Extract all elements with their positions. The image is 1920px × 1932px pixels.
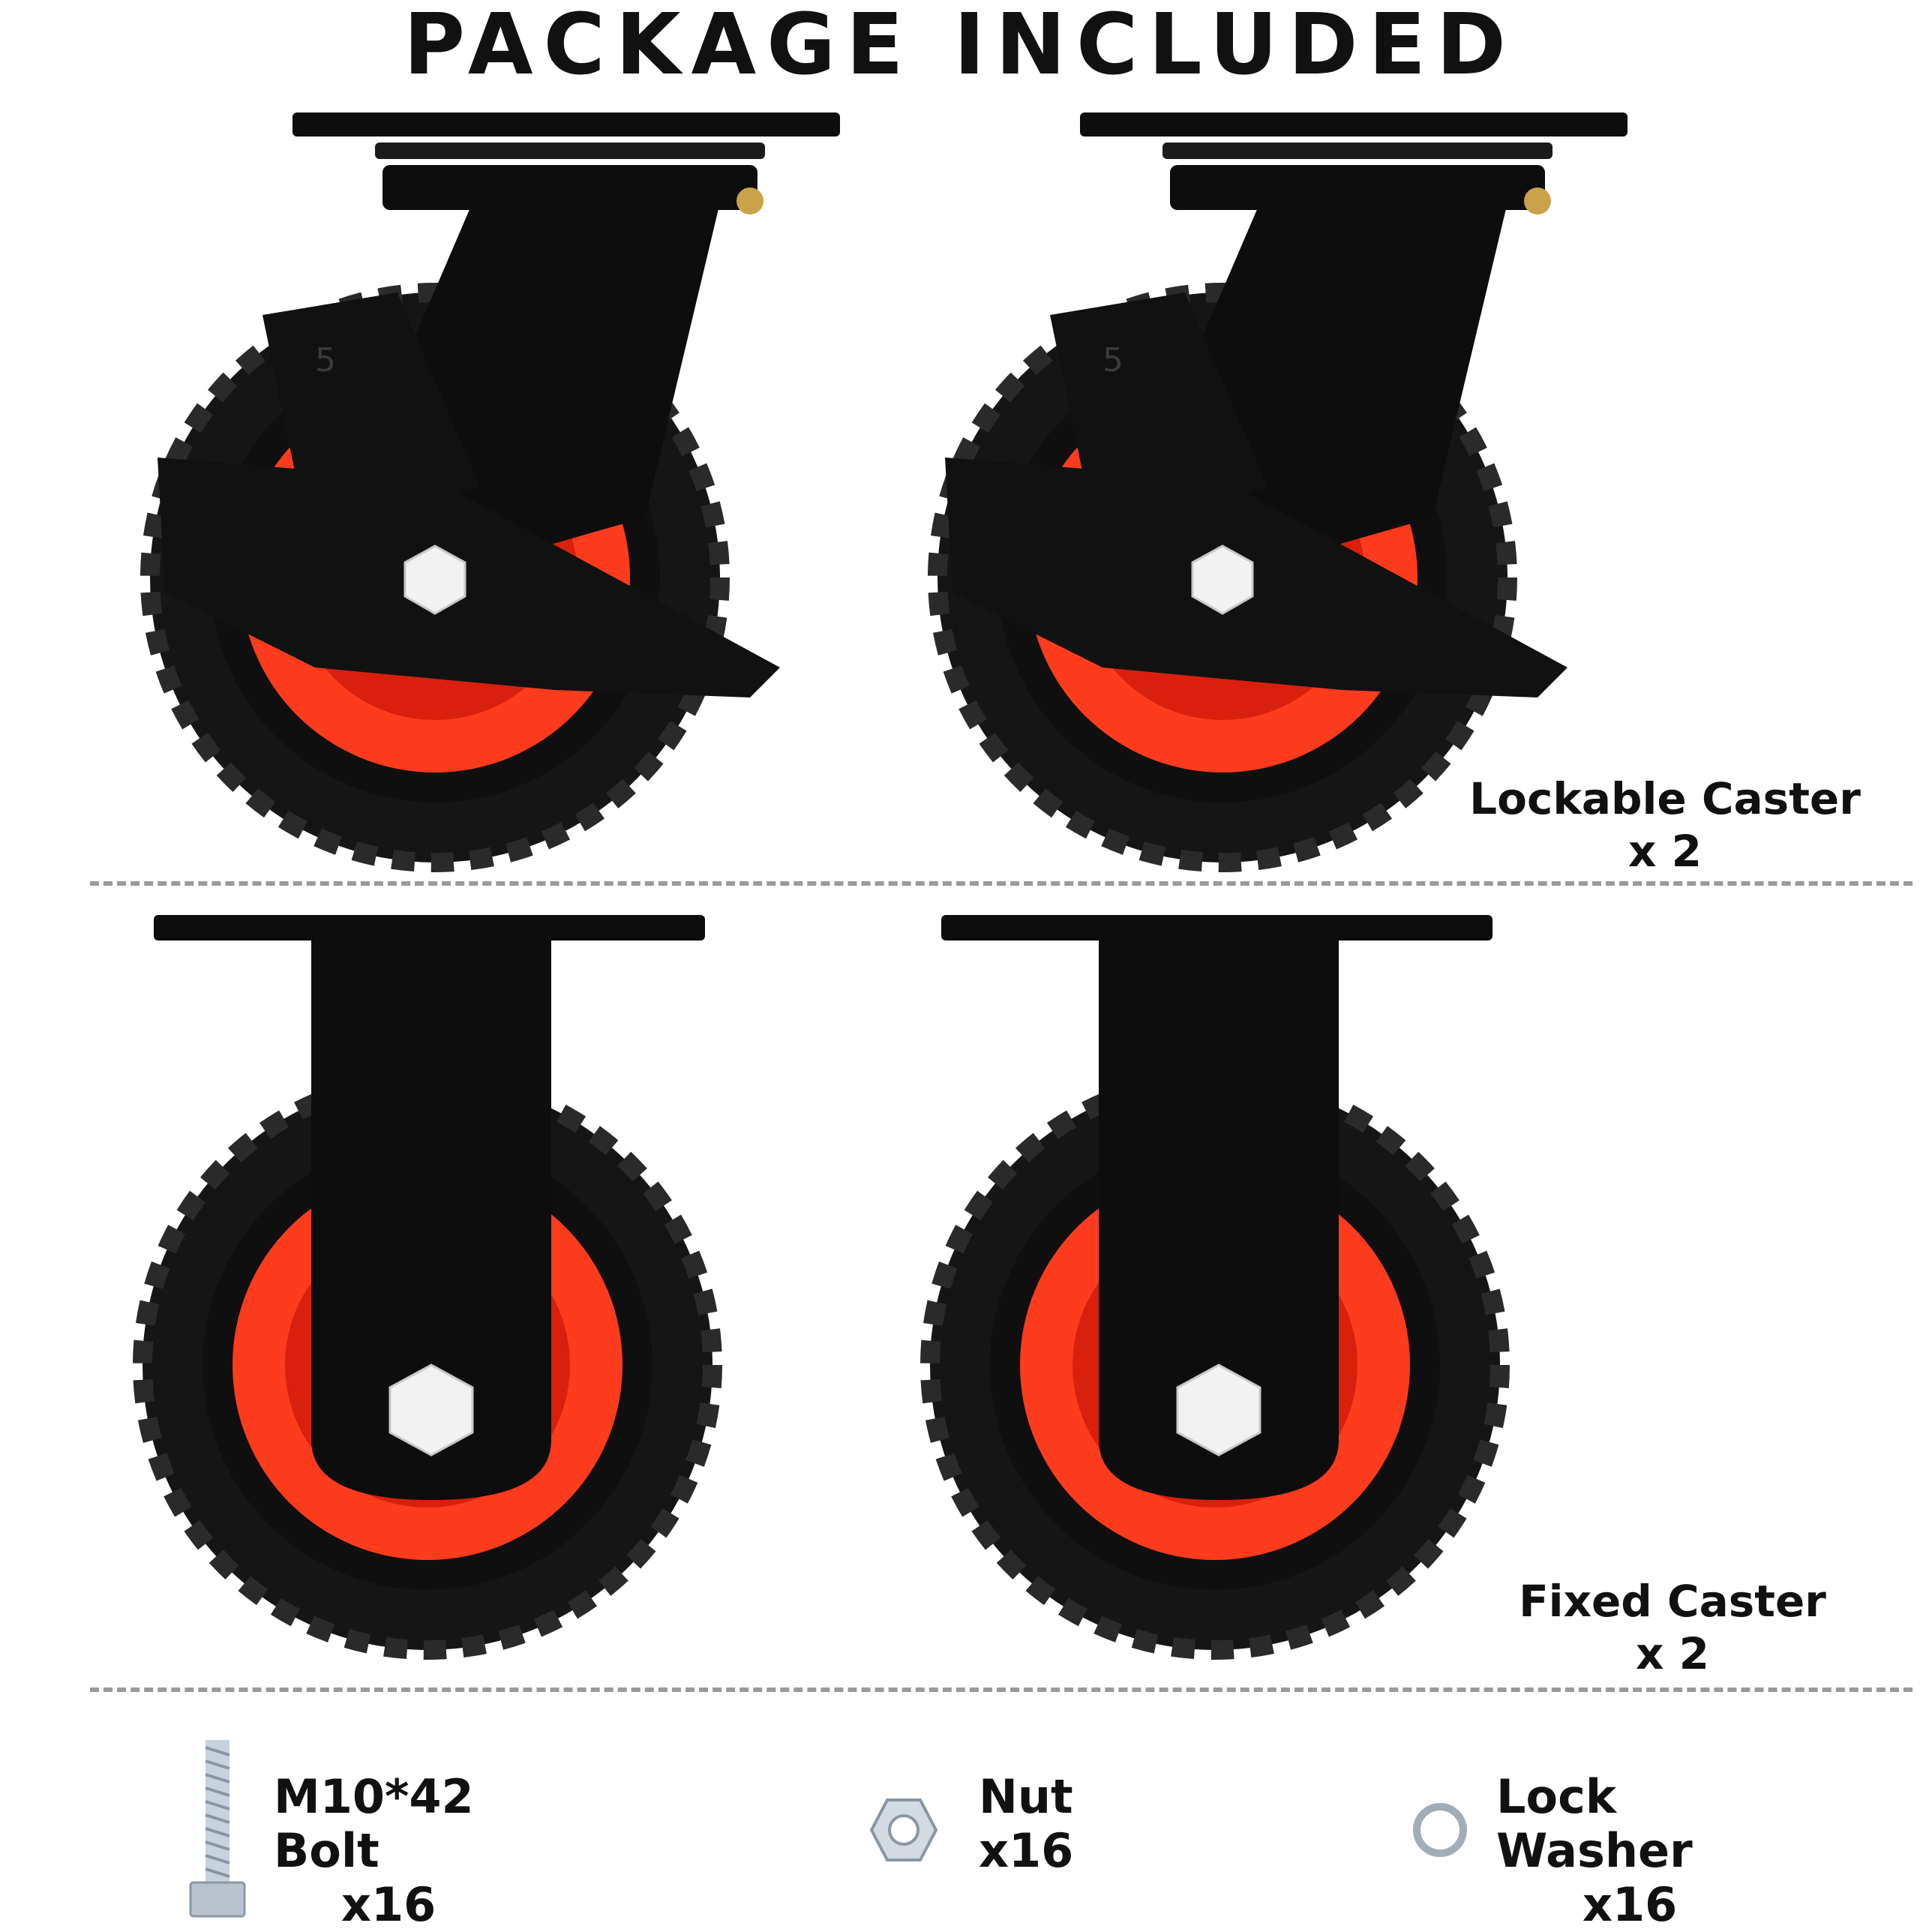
caster-fork	[1099, 940, 1339, 1500]
swivel-plate	[292, 112, 840, 214]
lockable-caster-1: 5	[140, 112, 840, 872]
caster-fork	[1192, 202, 1508, 578]
caster-fork	[311, 940, 551, 1500]
axle-bolt	[388, 1364, 474, 1456]
swivel-plate	[1080, 112, 1628, 214]
fixed-caster-2	[920, 915, 1510, 1660]
fixed-caster-label: Fixed Caster x 2	[1500, 1575, 1845, 1680]
accessory-bolt-qty: x16	[341, 1877, 436, 1932]
lockable-caster-name: Lockable Caster	[1469, 773, 1861, 824]
accessory-nut-name: Nut	[979, 1769, 1073, 1824]
axle-bolt	[1176, 1364, 1262, 1456]
lockable-caster-qty: x 2	[1628, 826, 1702, 877]
accessory-nut: Nut x16	[979, 1770, 1144, 1878]
accessory-lock-washer-qty: x16	[1582, 1877, 1678, 1932]
accessory-bolt: M10*42 Bolt x16	[274, 1770, 589, 1932]
axle-bolt	[404, 544, 466, 615]
mounting-plate	[154, 915, 705, 940]
hex-nut-icon	[869, 1798, 938, 1862]
fixed-caster-1	[133, 915, 722, 1660]
wheel-size-mark: 5	[315, 341, 336, 380]
fixed-caster-qty: x 2	[1636, 1628, 1709, 1679]
lockable-caster-label: Lockable Caster x 2	[1455, 772, 1875, 878]
axle-bolt	[1191, 544, 1254, 615]
brake-pedal: 5	[945, 292, 1568, 698]
lockable-caster-2: 5	[928, 112, 1628, 872]
section-divider-top	[90, 881, 1912, 886]
caster-fork	[405, 202, 720, 578]
accessory-lock-washer-name: Lock Washer	[1496, 1769, 1693, 1878]
accessory-bolt-name: M10*42 Bolt	[274, 1769, 474, 1878]
brake-pedal: 5	[158, 292, 780, 698]
wheel-size-mark: 5	[1102, 341, 1124, 380]
section-divider-bottom	[90, 1688, 1912, 1692]
accessory-nut-qty: x16	[979, 1823, 1074, 1878]
lock-washer-icon	[1413, 1803, 1467, 1857]
page-title: PACKAGE INCLUDED	[404, 0, 1516, 94]
accessory-lock-washer: Lock Washer x16	[1496, 1770, 1796, 1932]
bolt-icon	[189, 1740, 246, 1918]
mounting-plate	[941, 915, 1492, 940]
fixed-caster-name: Fixed Caster	[1519, 1576, 1826, 1627]
